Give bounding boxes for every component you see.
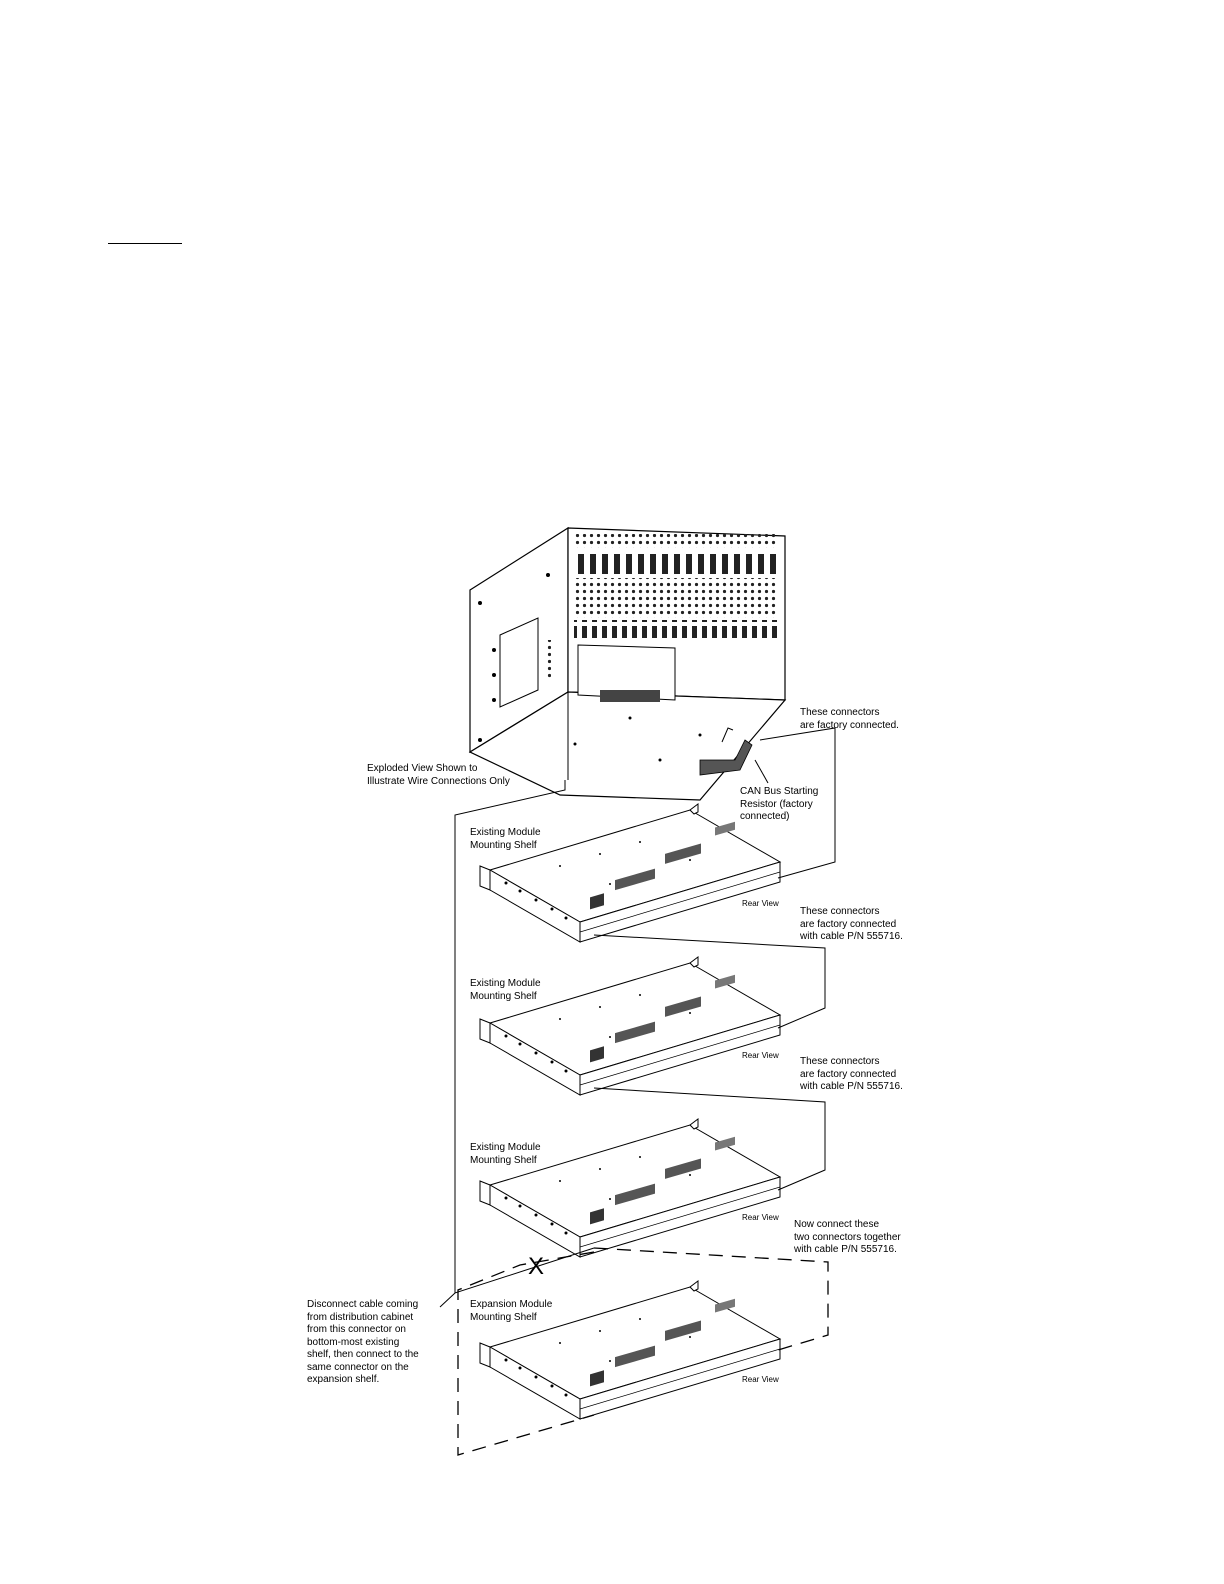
disconnect-x-mark: X xyxy=(528,1253,545,1280)
cable-note-2: These connectors are factory connected w… xyxy=(800,1056,903,1092)
exploded-view-note: Exploded View Shown to Illustrate Wire C… xyxy=(367,763,510,787)
can-bus-note: CAN Bus Starting Resistor (factory conne… xyxy=(740,786,819,822)
rear-view-label-1: Rear View xyxy=(742,899,779,908)
shelf-1-label: Existing Module Mounting Shelf xyxy=(470,827,541,851)
header-rule xyxy=(108,243,182,244)
existing-shelf-1 xyxy=(479,803,781,943)
wire-connections xyxy=(439,727,836,1308)
shelf-4-label: Expansion Module Mounting Shelf xyxy=(470,1299,553,1323)
connect-note: Now connect these two connectors togethe… xyxy=(794,1219,901,1255)
existing-shelf-3 xyxy=(479,1118,781,1258)
rear-view-label-2: Rear View xyxy=(742,1051,779,1060)
distribution-cabinet xyxy=(468,526,787,801)
new-connection-dashed xyxy=(457,1247,829,1456)
disconnect-note: Disconnect cable coming from distributio… xyxy=(307,1299,419,1385)
factory-connected-note: These connectors are factory connected. xyxy=(800,707,899,731)
rear-view-label-3: Rear View xyxy=(742,1213,779,1222)
rear-view-label-4: Rear View xyxy=(742,1375,779,1384)
shelf-2-label: Existing Module Mounting Shelf xyxy=(470,978,541,1002)
shelf-3-label: Existing Module Mounting Shelf xyxy=(470,1142,541,1166)
cable-note-1: These connectors are factory connected w… xyxy=(800,906,903,942)
